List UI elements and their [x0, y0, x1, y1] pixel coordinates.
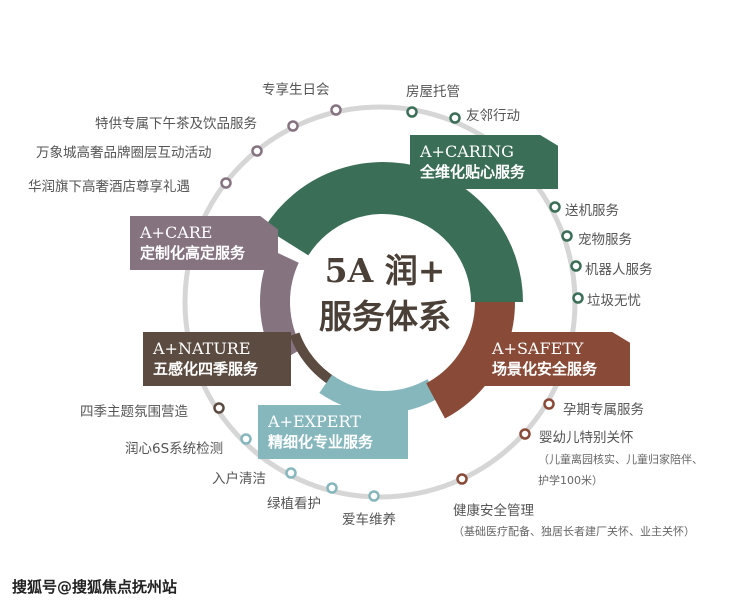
service-note: （儿童离园核实、儿童归家陪伴、 — [538, 453, 703, 466]
center-title-line1: 5A 润+ — [324, 251, 446, 290]
service-item: 健康安全管理 — [453, 503, 534, 519]
category-zh: 定制化高定服务 — [140, 244, 246, 262]
item-dot — [456, 473, 468, 485]
service-item: 送机服务 — [565, 203, 619, 219]
service-item: 四季主题氛围营造 — [80, 404, 188, 420]
category-en: A+NATURE — [153, 339, 251, 358]
item-dot — [240, 433, 252, 445]
service-item: 专享生日会 — [262, 82, 330, 98]
item-dot — [519, 428, 531, 440]
category-caring: A+CARING 全维化贴心服务 — [410, 135, 558, 189]
item-dot — [326, 482, 338, 494]
item-dot — [543, 398, 555, 410]
item-dot — [213, 402, 225, 414]
item-dot — [285, 467, 297, 479]
item-dot — [287, 120, 299, 132]
item-dot — [330, 104, 342, 116]
service-item: 华润旗下高奢酒店尊享礼遇 — [28, 179, 190, 195]
category-care: A+CARE 定制化高定服务 — [130, 216, 278, 270]
service-note: 护学100米） — [538, 474, 603, 487]
item-dot — [220, 177, 232, 189]
service-item: 入户清洁 — [212, 471, 266, 487]
service-item: 爱车维养 — [342, 512, 396, 528]
item-dot — [549, 201, 561, 213]
service-item: 孕期专属服务 — [563, 402, 644, 418]
service-item: 房屋托管 — [406, 84, 460, 100]
service-item: 特供专属下午茶及饮品服务 — [95, 116, 257, 132]
category-en: A+SAFETY — [492, 339, 584, 358]
category-en: A+CARING — [420, 142, 514, 161]
category-nature: A+NATURE 五感化四季服务 — [143, 332, 291, 386]
item-dot — [251, 145, 263, 157]
service-item: 垃圾无忧 — [587, 293, 641, 309]
service-item: 绿植看护 — [267, 496, 321, 512]
center-title: 5A 润+ 服务体系 — [300, 248, 470, 340]
category-expert: A+EXPERT 精细化专业服务 — [258, 405, 408, 459]
service-note: （基础医疗配备、独居长者建厂关怀、业主关怀） — [453, 525, 695, 538]
watermark: 搜狐号@搜狐焦点抚州站 — [12, 578, 178, 596]
category-zh: 全维化贴心服务 — [420, 163, 526, 181]
item-dot — [449, 112, 461, 124]
category-en: A+EXPERT — [268, 412, 361, 431]
item-dot — [570, 260, 582, 272]
category-zh: 场景化安全服务 — [492, 360, 598, 378]
arc-caring — [264, 162, 523, 303]
service-item: 润心6S系统检测 — [125, 441, 224, 457]
service-item: 友邻行动 — [466, 108, 520, 124]
service-item: 宠物服务 — [578, 232, 632, 248]
item-dot — [406, 106, 418, 118]
arc-expert — [319, 374, 439, 413]
service-item: 机器人服务 — [585, 262, 653, 278]
category-zh: 精细化专业服务 — [268, 433, 374, 451]
category-zh: 五感化四季服务 — [153, 360, 259, 378]
arc-nature — [289, 332, 336, 386]
category-en: A+CARE — [140, 223, 213, 242]
item-dot — [561, 230, 573, 242]
center-title-line2: 服务体系 — [319, 297, 451, 336]
category-safety: A+SAFETY 场景化安全服务 — [482, 332, 630, 386]
item-dot — [572, 292, 584, 304]
item-dot — [368, 490, 380, 502]
service-item: 万象城高奢品牌圈层互动活动 — [36, 145, 212, 161]
arc-safety — [425, 301, 515, 419]
service-item: 婴幼儿特别关怀 — [539, 430, 634, 446]
